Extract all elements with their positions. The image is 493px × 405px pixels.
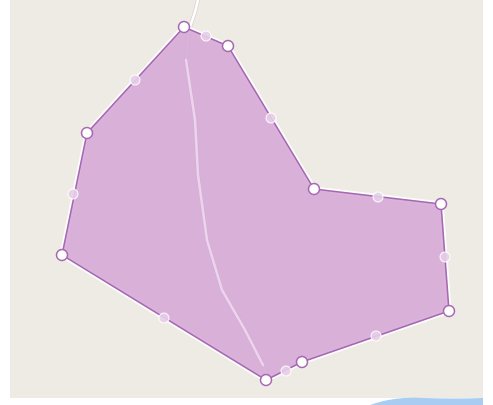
vertex-handle[interactable]: [307, 182, 321, 196]
midpoint-handle[interactable]: [67, 188, 79, 200]
vertex-handle[interactable]: [80, 126, 94, 140]
vertex-handle[interactable]: [177, 20, 191, 34]
vertex-handle[interactable]: [55, 248, 69, 262]
road-through-polygon: [184, 58, 265, 367]
vertex-handles: [55, 20, 456, 387]
midpoint-handle[interactable]: [370, 330, 382, 342]
midpoint-handle[interactable]: [280, 365, 292, 377]
midpoint-handle[interactable]: [265, 112, 277, 124]
vertex-handle[interactable]: [434, 197, 448, 211]
water-body: [370, 397, 483, 405]
vertex-handle[interactable]: [442, 304, 456, 318]
midpoint-handles: [67, 30, 451, 377]
midpoint-handle[interactable]: [158, 312, 170, 324]
midpoint-handle[interactable]: [129, 74, 141, 86]
midpoint-handle[interactable]: [372, 191, 384, 203]
vertex-handle[interactable]: [221, 39, 235, 53]
vertex-handle[interactable]: [295, 355, 309, 369]
vertex-handle[interactable]: [259, 373, 273, 387]
midpoint-handle[interactable]: [439, 251, 451, 263]
midpoint-handle[interactable]: [200, 30, 212, 42]
